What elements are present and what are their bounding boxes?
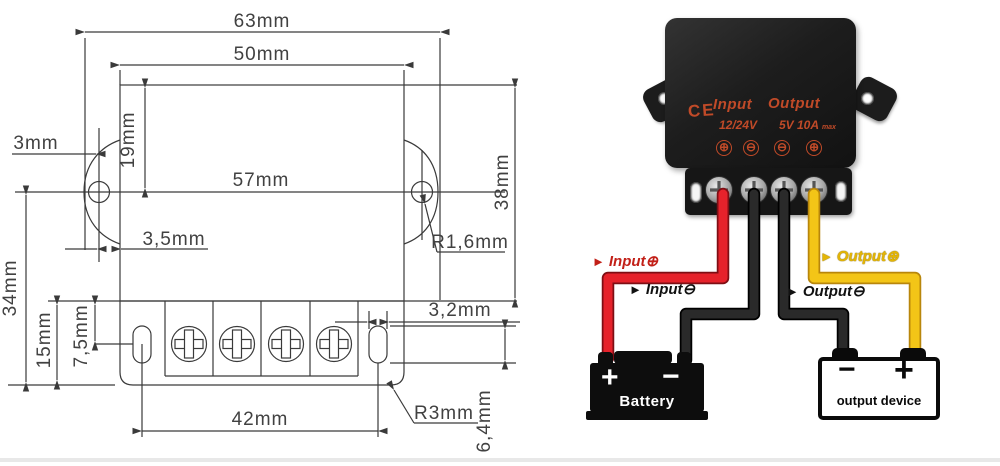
- top-view: [15, 84, 517, 302]
- front-view: [119, 301, 405, 386]
- terminal-screw: [218, 325, 256, 363]
- mount-slot-right: [368, 325, 388, 364]
- terminal-screw: [267, 325, 305, 363]
- converter-body: [665, 18, 856, 168]
- dim-r3mm-label: R3mm: [414, 403, 474, 424]
- bottom-edge-strip: [0, 458, 1000, 462]
- output-negative-label: ►Output⊖: [786, 283, 865, 300]
- dim-42mm-label: 42mm: [232, 409, 289, 430]
- terminal-sign-output-minus-icon: ⊖: [774, 140, 790, 156]
- battery-positive-post: [598, 352, 613, 366]
- battery-base: [586, 411, 708, 420]
- ear-hole-right-photo: [861, 92, 874, 105]
- dim-50mm-label: 50mm: [234, 44, 291, 65]
- dimension-lines: [8, 28, 520, 437]
- battery-minus-sign: −: [662, 360, 680, 393]
- output-device-minus-sign: −: [838, 353, 856, 386]
- terminal-block-slot-right: [835, 181, 847, 202]
- battery-plus-sign: +: [601, 361, 619, 394]
- terminal-screw: [170, 325, 208, 363]
- dim-7_5mm-label: 7,5mm: [71, 304, 92, 367]
- battery-negative-post: [677, 352, 691, 366]
- dim-3mm-label: 3mm: [13, 133, 58, 154]
- output-print-label: Output: [768, 95, 821, 112]
- arrow-right-icon: ►: [786, 284, 799, 299]
- terminal-sign-output-plus-icon: ⊕: [806, 140, 822, 156]
- battery-lid: [614, 351, 672, 364]
- arrow-right-icon: ►: [820, 249, 833, 264]
- dim-63mm-label: 63mm: [234, 11, 291, 32]
- dimension-drawing: 63mm 50mm 19mm 3mm 57mm 3,5mm R1,6mm 38m…: [0, 11, 520, 453]
- output-positive-label: ►Output⊕: [820, 248, 899, 265]
- output-device: − + output device: [818, 351, 940, 420]
- input-negative-label: ►Input⊖: [629, 281, 696, 298]
- arrow-right-icon: ►: [592, 254, 605, 269]
- terminal-sign-input-minus-icon: ⊖: [743, 140, 759, 156]
- dim-15mm-label: 15mm: [34, 312, 55, 369]
- dim-19mm-label: 19mm: [118, 112, 139, 169]
- terminal-sign-input-plus-icon: ⊕: [716, 140, 732, 156]
- output-negative-wire: [777, 187, 850, 363]
- dim-3_5mm-label: 3,5mm: [142, 229, 205, 250]
- terminal-block: [685, 168, 852, 215]
- output-device-positive-post: [900, 348, 926, 359]
- dim-57mm-label: 57mm: [233, 170, 290, 191]
- input-print-label: Input: [713, 96, 753, 113]
- ce-mark: CE: [687, 100, 717, 121]
- output-device-plus-sign: +: [894, 351, 914, 389]
- dim-34mm-label: 34mm: [0, 260, 21, 317]
- battery-label: Battery: [619, 393, 675, 410]
- battery: + − Battery: [590, 360, 704, 412]
- max-suffix: max: [821, 124, 836, 131]
- output-device-label: output device: [836, 393, 922, 408]
- terminal-screw: [315, 325, 353, 363]
- dimension-labels: 63mm 50mm 19mm 3mm 57mm 3,5mm R1,6mm 38m…: [0, 11, 513, 453]
- dim-6_4mm-label: 6,4mm: [474, 389, 495, 452]
- dim-38mm-label: 38mm: [492, 154, 513, 211]
- arrow-right-icon: ►: [629, 282, 642, 297]
- dim-r1_6mm-label: R1,6mm: [431, 232, 509, 253]
- input-positive-wire: [601, 187, 730, 365]
- mount-slot-left: [132, 325, 152, 364]
- dim-3_2mm-label: 3,2mm: [428, 300, 491, 321]
- output-device-negative-post: [832, 348, 858, 359]
- input-negative-wire: [679, 187, 761, 367]
- output-voltage-spec: 5V 10A max: [779, 118, 836, 132]
- terminal-block-slot-left: [690, 182, 702, 203]
- output-positive-wire: [807, 187, 922, 363]
- input-positive-label: ►Input⊕: [592, 253, 659, 270]
- input-voltage-spec: 12/24V: [719, 118, 758, 132]
